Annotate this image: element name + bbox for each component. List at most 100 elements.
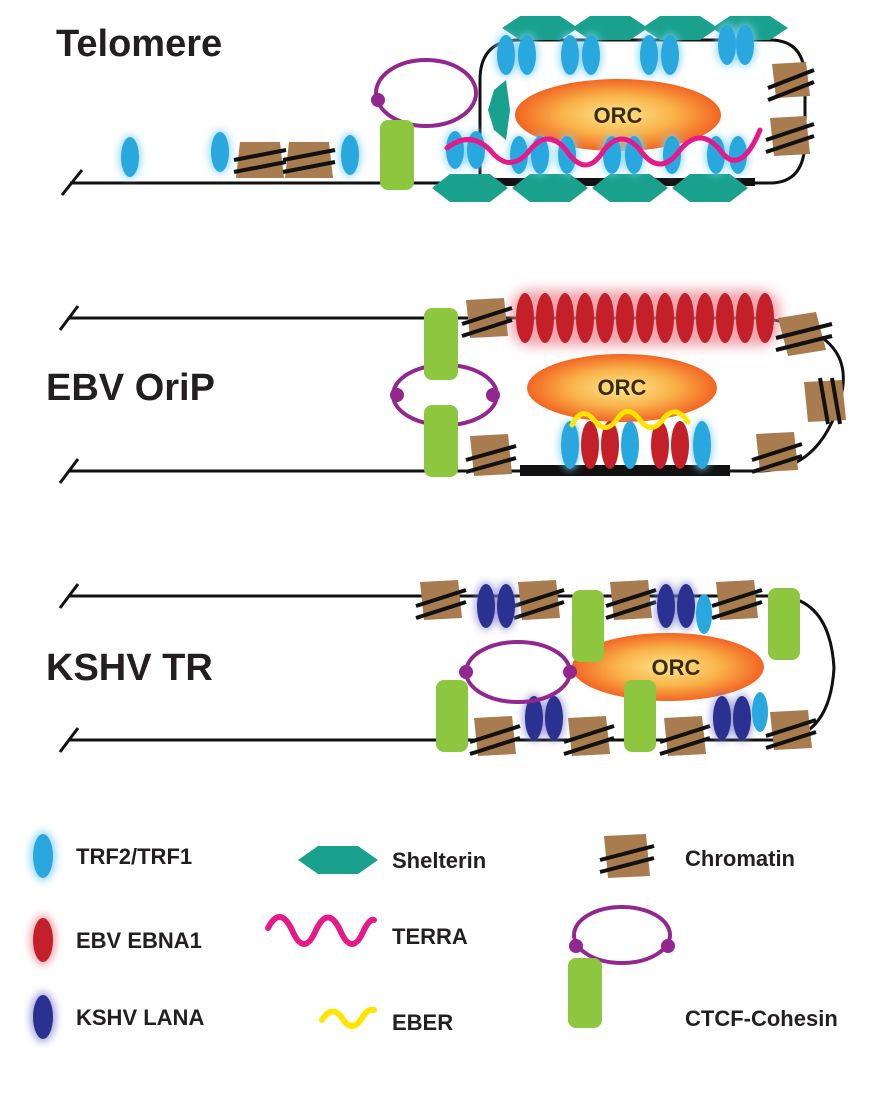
ebna1-protein: [651, 421, 669, 469]
ebv-chromatin: [461, 298, 846, 476]
ebna1-protein: [576, 293, 594, 343]
legend-chromatin-label: Chromatin: [685, 846, 795, 871]
kshv-orc-label: ORC: [652, 655, 701, 680]
telomere-orc: [515, 79, 721, 151]
ebv-orc: [527, 354, 717, 422]
lana-protein: [657, 584, 675, 628]
legend-eber-label: EBER: [392, 1010, 453, 1035]
trf-protein: [510, 136, 528, 174]
ebv-panel: EBV OriP: [46, 290, 846, 484]
ebna1-top-row: [510, 290, 780, 346]
dna-break-mark: [58, 305, 80, 331]
ebna1-protein: [516, 293, 534, 343]
legend-item-ebna1: EBV EBNA1: [30, 915, 202, 965]
lana-protein: [525, 696, 543, 740]
legend-ctcf-label: CTCF-Cohesin: [685, 1006, 838, 1031]
ebna1-swatch: [33, 918, 53, 962]
dna-break-mark: [58, 727, 80, 753]
telomere-panel: Telomere ORC: [56, 16, 815, 202]
legend-item-shelterin: Shelterin: [298, 846, 486, 874]
ebv-ds-region: [520, 465, 730, 476]
trf-protein: [561, 35, 579, 75]
kshv-orc: [572, 633, 764, 701]
nucleosome: [233, 142, 287, 178]
trf-protein: [693, 421, 711, 469]
nucleosome: [711, 580, 763, 620]
ebv-ds-proteins: [559, 420, 713, 470]
lana-protein: [733, 696, 751, 740]
lana-protein: [677, 584, 695, 628]
dna-break-mark: [58, 583, 80, 609]
trf-protein: [736, 25, 754, 65]
nucleosome: [513, 580, 565, 620]
trf-protein: [582, 35, 600, 75]
ebv-orc-label: ORC: [598, 375, 647, 400]
telomere-t-loop: [478, 38, 807, 185]
shelterin-hexagon: [592, 174, 668, 202]
terra-rna: [444, 127, 763, 168]
nucleosome: [605, 580, 657, 620]
trf-swatch: [33, 834, 53, 878]
lana-protein: [545, 696, 563, 740]
shelterin-hexagon: [488, 80, 510, 140]
nucleosome: [465, 434, 517, 476]
shelterin-swatch: [298, 846, 378, 874]
trf-protein: [121, 137, 139, 177]
telomere-ctcf-cohesin: [371, 58, 478, 190]
dna-break-mark: [58, 458, 80, 484]
ebna1-protein: [671, 421, 689, 469]
trf-protein: [561, 421, 579, 469]
eber-swatch: [319, 1006, 377, 1029]
kshv-chromatin: [415, 580, 817, 756]
nucleosome: [804, 377, 846, 425]
lana-swatch: [33, 995, 53, 1039]
lana-protein: [497, 584, 515, 628]
shelterin-hexagon: [432, 174, 508, 202]
nucleosome: [659, 716, 711, 756]
ebna1-protein: [696, 293, 714, 343]
lana-protein: [713, 696, 731, 740]
chromatin-swatch: [599, 834, 655, 878]
ebv-ctcf-cohesin: [390, 308, 500, 477]
ebv-title: EBV OriP: [46, 367, 215, 409]
nucleosome: [282, 142, 336, 178]
lana-proteins: [475, 582, 768, 742]
legend-item-lana: KSHV LANA: [30, 992, 204, 1042]
legend-item-ctcf: CTCF-Cohesin: [568, 905, 838, 1031]
nucleosome: [461, 298, 513, 338]
shelterin-hexagon: [512, 174, 588, 202]
eber-rna: [569, 409, 691, 430]
telomere-title: Telomere: [56, 23, 222, 65]
trf-protein: [518, 35, 536, 75]
trf-protein: [696, 594, 712, 634]
trf-protein: [621, 421, 639, 469]
trf-protein: [729, 136, 747, 174]
legend-item-trf: TRF2/TRF1: [30, 831, 192, 881]
nucleosome: [765, 116, 815, 156]
shelterin-hexagon: [502, 16, 578, 40]
ctcf-cohesin-swatch: [568, 905, 675, 1028]
ebna1-protein: [556, 293, 574, 343]
trf-protein: [661, 35, 679, 75]
ebna1-protein: [656, 293, 674, 343]
legend: TRF2/TRF1 EBV EBNA1 KSHV LANA Shelterin …: [30, 831, 838, 1042]
trf-protein: [707, 136, 725, 174]
trf-protein: [497, 35, 515, 75]
legend-item-terra: TERRA: [265, 914, 468, 949]
trf-protein: [341, 135, 359, 175]
shelterin-hexagon: [572, 16, 648, 40]
ebna1-protein: [596, 293, 614, 343]
shelterin-group-bottom: [432, 174, 748, 202]
legend-ebna1-label: EBV EBNA1: [76, 928, 202, 953]
ebna1-protein: [636, 293, 654, 343]
legend-item-chromatin: Chromatin: [599, 834, 795, 878]
nucleosome: [469, 716, 521, 756]
ebna1-protein: [536, 293, 554, 343]
legend-item-eber: EBER: [319, 1006, 453, 1035]
trf-protein: [718, 25, 736, 65]
trf-left-singles: [119, 130, 361, 179]
nucleosome: [415, 580, 467, 620]
trf-protein: [467, 131, 485, 169]
dna-break-mark: [60, 169, 84, 196]
